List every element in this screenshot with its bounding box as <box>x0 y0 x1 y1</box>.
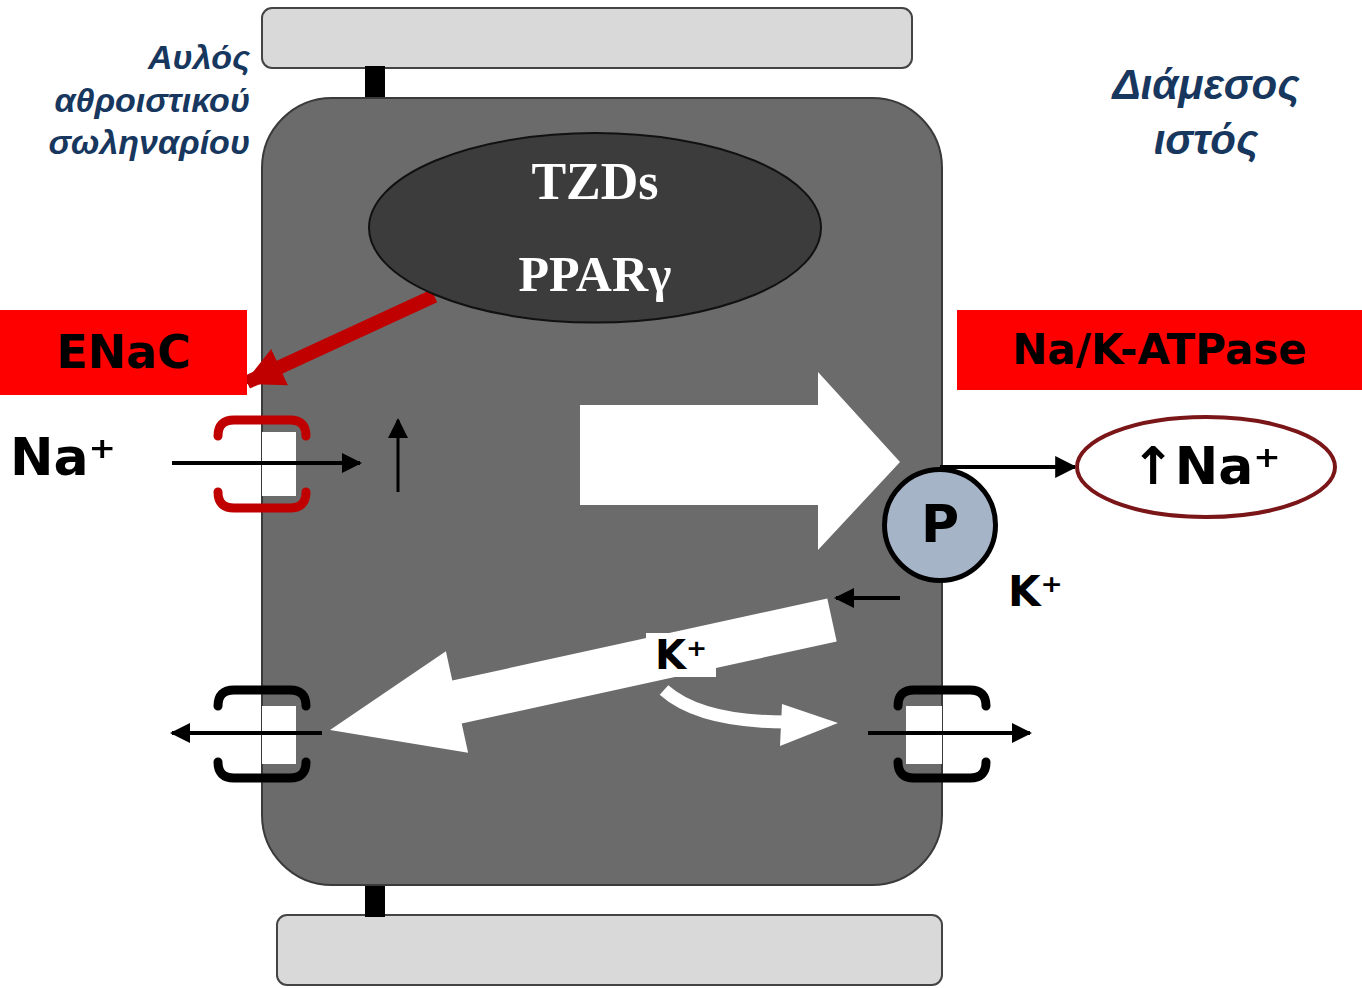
ion-flow-arrow <box>172 731 322 735</box>
region-label: Διάμεσος ιστός <box>1060 58 1352 167</box>
channel-label-box-shape <box>0 310 247 395</box>
activation-connector <box>247 296 434 382</box>
node-text: P <box>921 495 959 555</box>
increase-arrow <box>397 420 400 492</box>
region-label: Αυλός αθροιστικού σωληναρίου <box>6 36 250 164</box>
ion-label: Na⁺ <box>10 428 160 488</box>
neighbour-cell <box>277 915 942 985</box>
node-text: PPARγ <box>519 246 672 304</box>
sodium-ellipse-shape <box>1077 417 1335 517</box>
pump-circle: P <box>882 467 998 583</box>
ion-label: K⁺ <box>1008 568 1098 616</box>
node-text: ENaC <box>56 326 191 379</box>
node-text: ↑Na⁺ <box>1131 437 1281 497</box>
ion-flow-arrow <box>172 461 360 465</box>
channel-label-box-outline <box>0 310 247 395</box>
sodium-ellipse-outline <box>1075 415 1337 519</box>
activation-arrow <box>537 200 547 214</box>
channel-label-box: ENaC <box>0 310 247 395</box>
ion-label: K⁺ <box>646 633 716 677</box>
receptor-ellipse: TZDsPPARγ <box>368 132 822 324</box>
sodium-ellipse: ↑Na⁺ <box>1075 415 1337 519</box>
receptor-ellipse-shape <box>369 133 821 323</box>
principal-cell <box>262 98 942 885</box>
pump-circle-shape <box>885 470 996 581</box>
pump-label-box: Na/K-ATPase <box>957 310 1362 390</box>
flow-arrow <box>330 599 837 753</box>
node-text: TZDs <box>531 152 658 212</box>
neighbour-cell <box>262 8 912 68</box>
flow-arrow <box>580 372 900 550</box>
ion-flow-arrow <box>836 596 900 600</box>
flow-arrow <box>780 704 838 746</box>
ion-flow-arrow <box>868 731 1030 735</box>
receptor-ellipse-outline <box>368 132 822 324</box>
pump-label-box-outline <box>957 310 1362 390</box>
pump-circle-outline <box>882 467 998 583</box>
tight-junction <box>365 66 385 100</box>
pump-label-box-shape <box>957 310 1362 390</box>
tight-junction <box>365 883 385 917</box>
node-text: Na/K-ATPase <box>1012 326 1307 374</box>
ion-flow-connector <box>940 465 1075 469</box>
flow-arrow <box>664 690 786 722</box>
